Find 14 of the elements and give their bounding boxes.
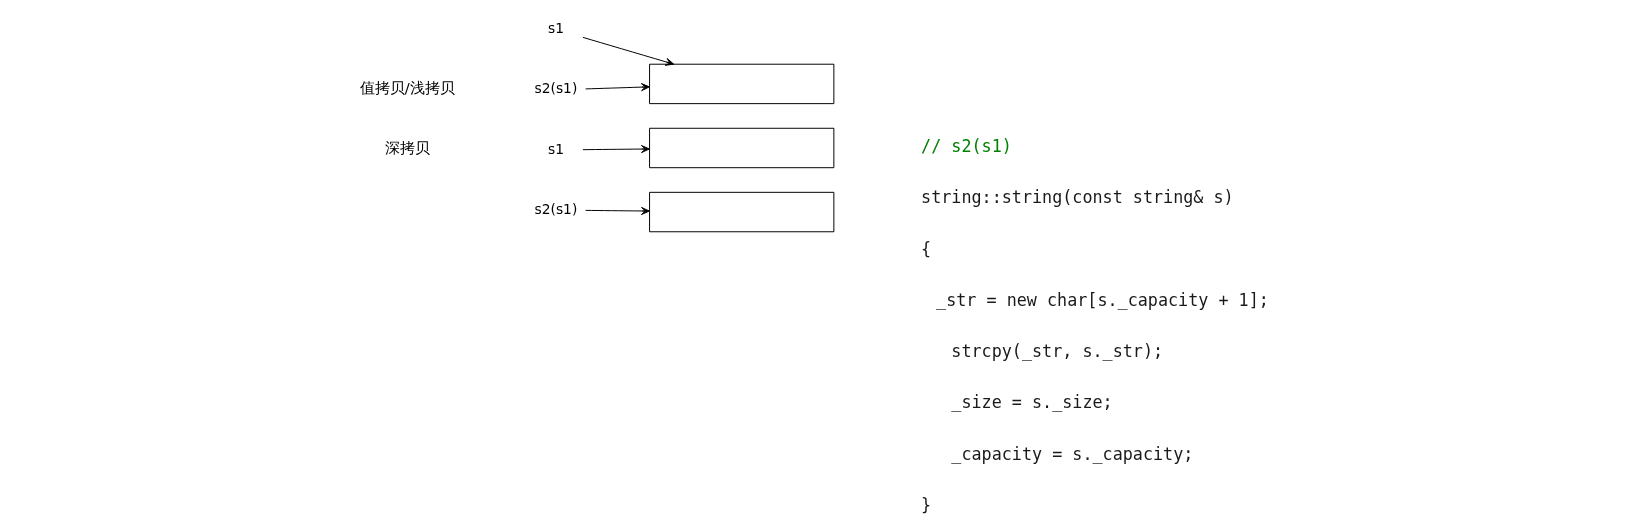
- label: 深拷贝: [384, 139, 430, 157]
- label: 值拷贝/浅拷贝: [359, 79, 455, 97]
- node-text: s2(s1): [534, 200, 577, 217]
- label: }: [920, 494, 931, 515]
- node-text: s1: [547, 20, 564, 37]
- label: _size = s._size;: [950, 392, 1113, 413]
- label: _capacity = s._capacity;: [950, 443, 1193, 464]
- label: {: [920, 238, 931, 259]
- node-text: s1: [547, 140, 564, 157]
- label: // s2(s1): [920, 136, 1012, 157]
- label: _str = new char[s._capacity + 1];: [935, 289, 1269, 310]
- label: strcpy(_str, s._str);: [950, 341, 1163, 362]
- label: string::string(const string& s): [920, 187, 1234, 208]
- node-text: s2(s1): [534, 80, 577, 97]
